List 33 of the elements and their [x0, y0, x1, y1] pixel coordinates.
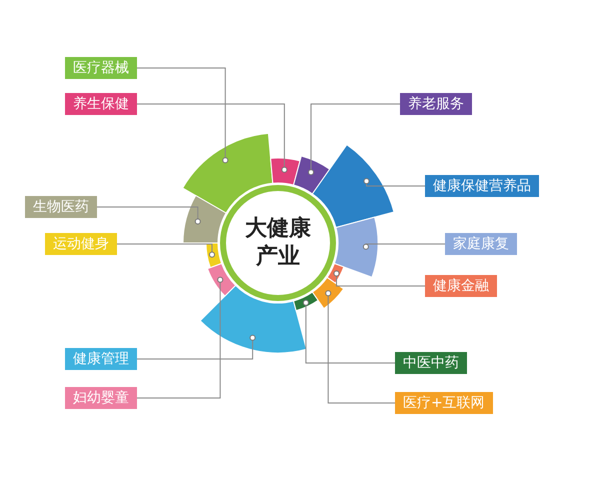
leader-line: [136, 334, 256, 360]
category-tag: 养老服务: [400, 93, 472, 115]
chart-sector: [182, 132, 274, 214]
chart-sector: [270, 158, 300, 186]
leader-line: [116, 244, 215, 258]
leader-line: [334, 270, 426, 286]
category-tag: 运动健身: [45, 233, 117, 255]
leader-line: [96, 206, 201, 224]
chart-sector: [200, 284, 307, 354]
leader-line: [136, 68, 228, 164]
category-tag: 健康管理: [65, 348, 137, 370]
category-tag: 生物医药: [25, 196, 97, 218]
chart-sector: [334, 216, 378, 278]
category-tag: 健康保健营养品: [425, 175, 539, 197]
chart-sector: [182, 195, 227, 244]
category-tag: 健康金融: [425, 275, 497, 297]
chart-sector: [207, 263, 236, 297]
leader-line: [364, 178, 426, 186]
category-tag: 养生保健: [65, 93, 137, 115]
leader-line: [362, 244, 446, 250]
chart-sector: [312, 276, 344, 310]
leader-line: [302, 300, 396, 364]
category-tag: 医疗+互联网: [395, 392, 493, 414]
chart-sector: [293, 156, 330, 194]
category-tag: 中医中药: [395, 352, 467, 374]
category-tag: 医疗器械: [65, 57, 137, 79]
chart-sector: [312, 144, 394, 228]
category-tag: 家庭康复: [445, 233, 517, 255]
leader-line: [136, 104, 288, 173]
category-tag: 妇幼婴童: [65, 387, 137, 409]
leader-line: [136, 276, 224, 398]
leader-line: [325, 290, 396, 404]
leader-line: [308, 104, 400, 176]
